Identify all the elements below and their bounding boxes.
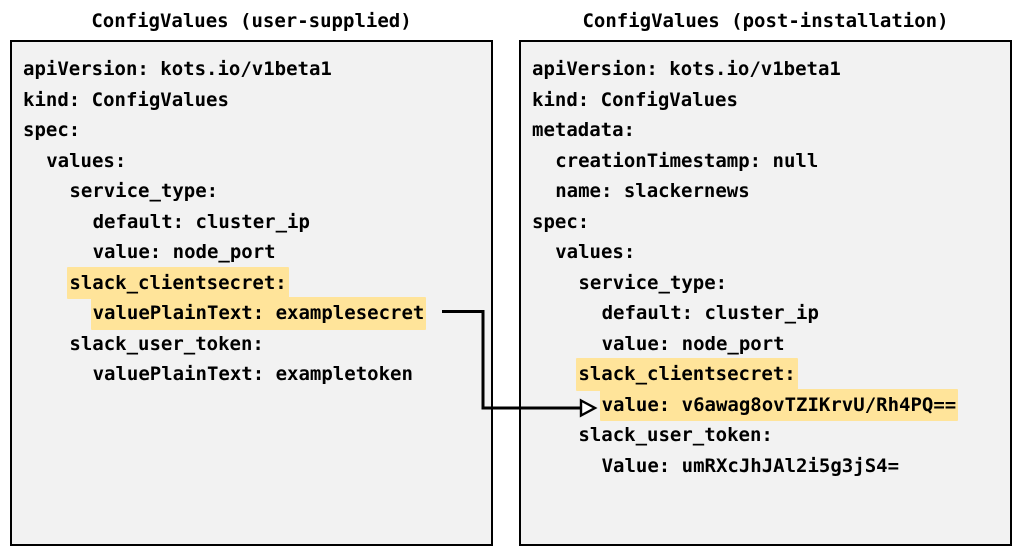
right-code-text: slack_user_token: — [578, 424, 773, 446]
left-code-text: values: — [46, 149, 127, 172]
left-code-text: value: node_port — [92, 241, 276, 263]
right-code-line: apiVersion: kots.io/v1beta1 — [521, 53, 1010, 84]
left-yaml-code-block: apiVersion: kots.io/v1beta1 kind: ConfigV… — [12, 42, 491, 389]
left-code-line: service_type: — [12, 175, 491, 206]
left-code-text: service_type: — [69, 180, 219, 202]
right-code-text: kind: ConfigValues — [532, 88, 738, 111]
right-code-line: value: node_port — [521, 328, 1010, 359]
left-code-text: valuePlainText: exampletoken — [92, 363, 413, 385]
left-panel-title: ConfigValues (user-supplied) — [91, 10, 412, 32]
right-code-line: name: slackernews — [521, 175, 1010, 206]
right-code-text: value: v6awag8ovTZIKrvU/Rh4PQ== — [599, 388, 959, 421]
right-code-text: name: slackernews — [555, 180, 750, 202]
right-code-text: metadata: — [532, 119, 635, 141]
left-code-text: apiVersion: kots.io/v1beta1 — [23, 58, 332, 80]
left-code-line: default: cluster_ip — [12, 206, 491, 237]
left-code-line: valuePlainText: exampletoken — [12, 358, 491, 389]
right-config-panel: apiVersion: kots.io/v1beta1 kind: ConfigV… — [519, 40, 1012, 546]
right-code-line: slack_user_token: — [521, 419, 1010, 450]
right-code-line: Value: umRXcJhJAl2i5g3jS4= — [521, 450, 1010, 481]
right-yaml-code-block: apiVersion: kots.io/v1beta1 kind: ConfigV… — [521, 42, 1010, 480]
right-code-line: kind: ConfigValues — [521, 84, 1010, 115]
right-code-text: creationTimestamp: null — [555, 149, 819, 172]
left-code-line: slack_user_token: — [12, 328, 491, 359]
left-code-line: apiVersion: kots.io/v1beta1 — [12, 53, 491, 84]
left-config-panel: apiVersion: kots.io/v1beta1 kind: ConfigV… — [10, 40, 493, 546]
left-code-line: slack_clientsecret: — [12, 266, 491, 299]
right-code-line: spec: — [521, 206, 1010, 237]
left-code-line: spec: — [12, 114, 491, 145]
right-code-line: metadata: — [521, 114, 1010, 145]
right-code-line: slack_clientsecret: — [521, 358, 1010, 391]
right-code-text: values: — [555, 241, 636, 263]
right-code-text: slack_clientsecret: — [576, 358, 798, 391]
right-code-text: Value: umRXcJhJAl2i5g3jS4= — [601, 454, 900, 477]
right-code-text: service_type: — [578, 271, 728, 294]
right-panel-title: ConfigValues (post-installation) — [582, 10, 949, 32]
left-code-text: slack_user_token: — [69, 332, 264, 355]
right-code-text: spec: — [532, 210, 590, 233]
right-code-line: values: — [521, 236, 1010, 267]
right-code-line: creationTimestamp: null — [521, 145, 1010, 176]
right-code-text: apiVersion: kots.io/v1beta1 — [532, 58, 841, 80]
right-code-line: default: cluster_ip — [521, 297, 1010, 328]
right-code-line: service_type: — [521, 267, 1010, 298]
right-code-line: value: v6awag8ovTZIKrvU/Rh4PQ== — [521, 388, 1010, 421]
left-code-line: valuePlainText: examplesecret — [12, 297, 491, 330]
left-code-text: slack_clientsecret: — [67, 266, 289, 299]
right-code-text: default: cluster_ip — [601, 302, 819, 324]
left-code-text: default: cluster_ip — [92, 210, 310, 233]
left-code-line: value: node_port — [12, 236, 491, 267]
left-code-text: kind: ConfigValues — [23, 88, 229, 111]
right-code-text: value: node_port — [601, 332, 785, 355]
left-code-line: values: — [12, 145, 491, 176]
left-code-text: valuePlainText: examplesecret — [90, 297, 427, 330]
left-code-line: kind: ConfigValues — [12, 84, 491, 115]
left-code-text: spec: — [23, 119, 81, 141]
